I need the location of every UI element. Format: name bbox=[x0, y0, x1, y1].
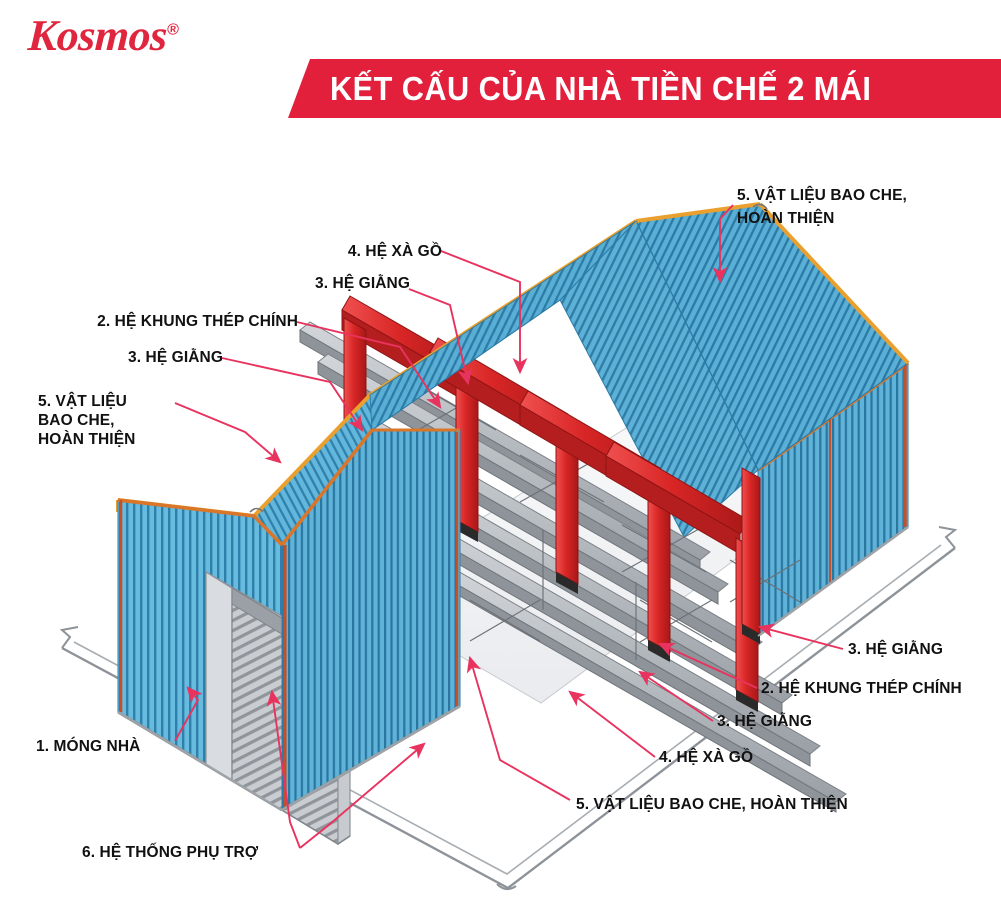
left-side-wall-cladding bbox=[280, 428, 461, 812]
callout-label-cladding-left-line2: BAO CHE, bbox=[38, 412, 115, 429]
callout-label-bracing-right: 3. HỆ GIẰNG bbox=[848, 641, 943, 658]
roof-left-back-slope bbox=[369, 220, 637, 431]
callout-label-bracing-left: 3. HỆ GIẰNG bbox=[128, 349, 223, 366]
foundation-edge bbox=[117, 526, 909, 812]
page-title: KẾT CẤU CỦA NHÀ TIỀN CHẾ 2 MÁI bbox=[330, 70, 872, 107]
callout-label-cladding-left-line3: HOÀN THIỆN bbox=[38, 431, 136, 448]
callout-label-cladding-top-right-line2: HOÀN THIỆN bbox=[737, 210, 835, 227]
callout-label-auxiliary: 6. HỆ THỐNG PHỤ TRỢ bbox=[82, 844, 259, 861]
callout-label-cladding-left-line1: 5. VẬT LIỆU bbox=[38, 393, 127, 410]
callout-label-foundation: 1. MÓNG NHÀ bbox=[36, 738, 141, 755]
title-banner bbox=[288, 59, 1001, 118]
callout-label-purlin-right: 4. HỆ XÀ GỒ bbox=[659, 749, 754, 766]
callout-label-main-frame-right: 2. HỆ KHUNG THÉP CHÍNH bbox=[761, 680, 962, 697]
callout-label-cladding-bottom: 5. VẬT LIỆU BAO CHE, HOÀN THIỆN bbox=[576, 796, 848, 813]
callout-label-purlin-top-left: 4. HỆ XÀ GỒ bbox=[347, 243, 442, 260]
callout-label-bracing-top-left: 3. HỆ GIẰNG bbox=[315, 275, 410, 292]
callout-label-cladding-top-right-line1: 5. VẬT LIỆU BAO CHE, bbox=[737, 187, 907, 204]
callout-leader-lines bbox=[174, 204, 844, 849]
callout-label-bracing-right-2: 3. HỆ GIẰNG bbox=[717, 713, 812, 730]
callout-label-main-frame-left: 2. HỆ KHUNG THÉP CHÍNH bbox=[97, 313, 298, 330]
